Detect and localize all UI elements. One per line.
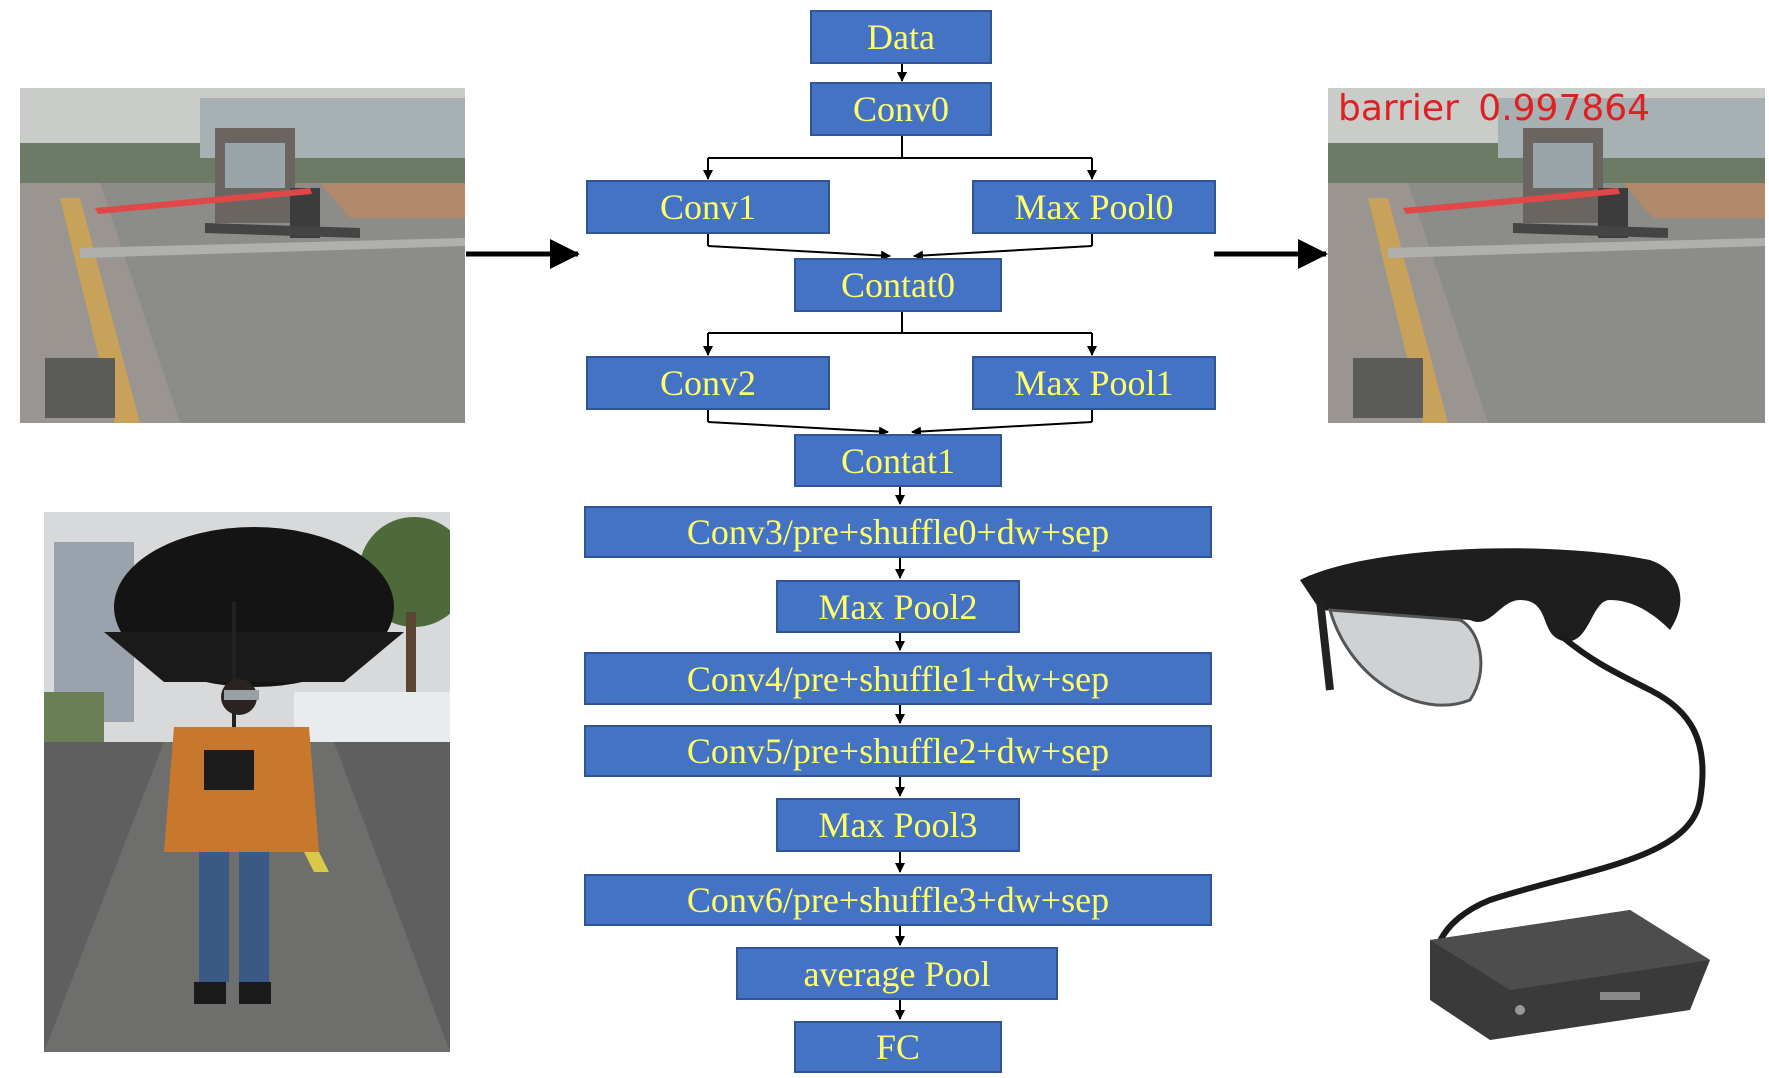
node-max-pool2: Max Pool2 <box>776 580 1020 633</box>
node-conv2: Conv2 <box>586 356 830 410</box>
node-max-pool3: Max Pool3 <box>776 798 1020 852</box>
output-detection-photo: barrier 0.997864 <box>1328 88 1765 423</box>
node-fc: FC <box>794 1021 1002 1073</box>
input-barrier-photo <box>20 88 465 423</box>
node-max-pool0: Max Pool0 <box>972 180 1216 234</box>
node-conv3: Conv3/pre+shuffle0+dw+sep <box>584 506 1212 558</box>
node-conv1: Conv1 <box>586 180 830 234</box>
node-data: Data <box>810 10 992 64</box>
user-with-umbrella-photo <box>44 512 450 1052</box>
node-conv4: Conv4/pre+shuffle1+dw+sep <box>584 652 1212 705</box>
node-max-pool1: Max Pool1 <box>972 356 1216 410</box>
node-contat0: Contat0 <box>794 258 1002 312</box>
detection-overlay: barrier 0.997864 <box>1338 88 1650 129</box>
smart-glasses-photo <box>1290 540 1760 1055</box>
node-conv5: Conv5/pre+shuffle2+dw+sep <box>584 725 1212 777</box>
detection-score: 0.997864 <box>1478 88 1651 129</box>
node-contat1: Contat1 <box>794 434 1002 487</box>
detection-label: barrier <box>1338 88 1459 129</box>
node-conv0: Conv0 <box>810 82 992 136</box>
node-average-pool: average Pool <box>736 947 1058 1000</box>
node-conv6: Conv6/pre+shuffle3+dw+sep <box>584 874 1212 926</box>
